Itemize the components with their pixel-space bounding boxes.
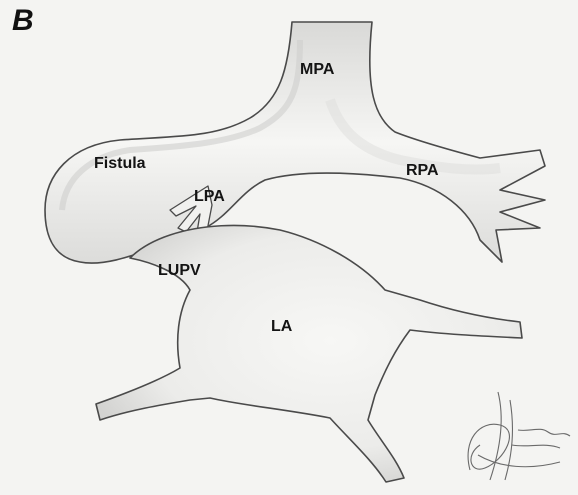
pulmonary-artery-vessel [45,22,545,263]
label-rpa: RPA [406,162,439,180]
label-la: LA [271,318,292,336]
panel-letter: B [12,4,34,38]
label-fistula: Fistula [94,155,146,173]
label-lupv: LUPV [158,262,201,280]
label-lpa: LPA [194,188,225,206]
label-mpa: MPA [300,61,334,79]
signature-mark [468,392,570,480]
